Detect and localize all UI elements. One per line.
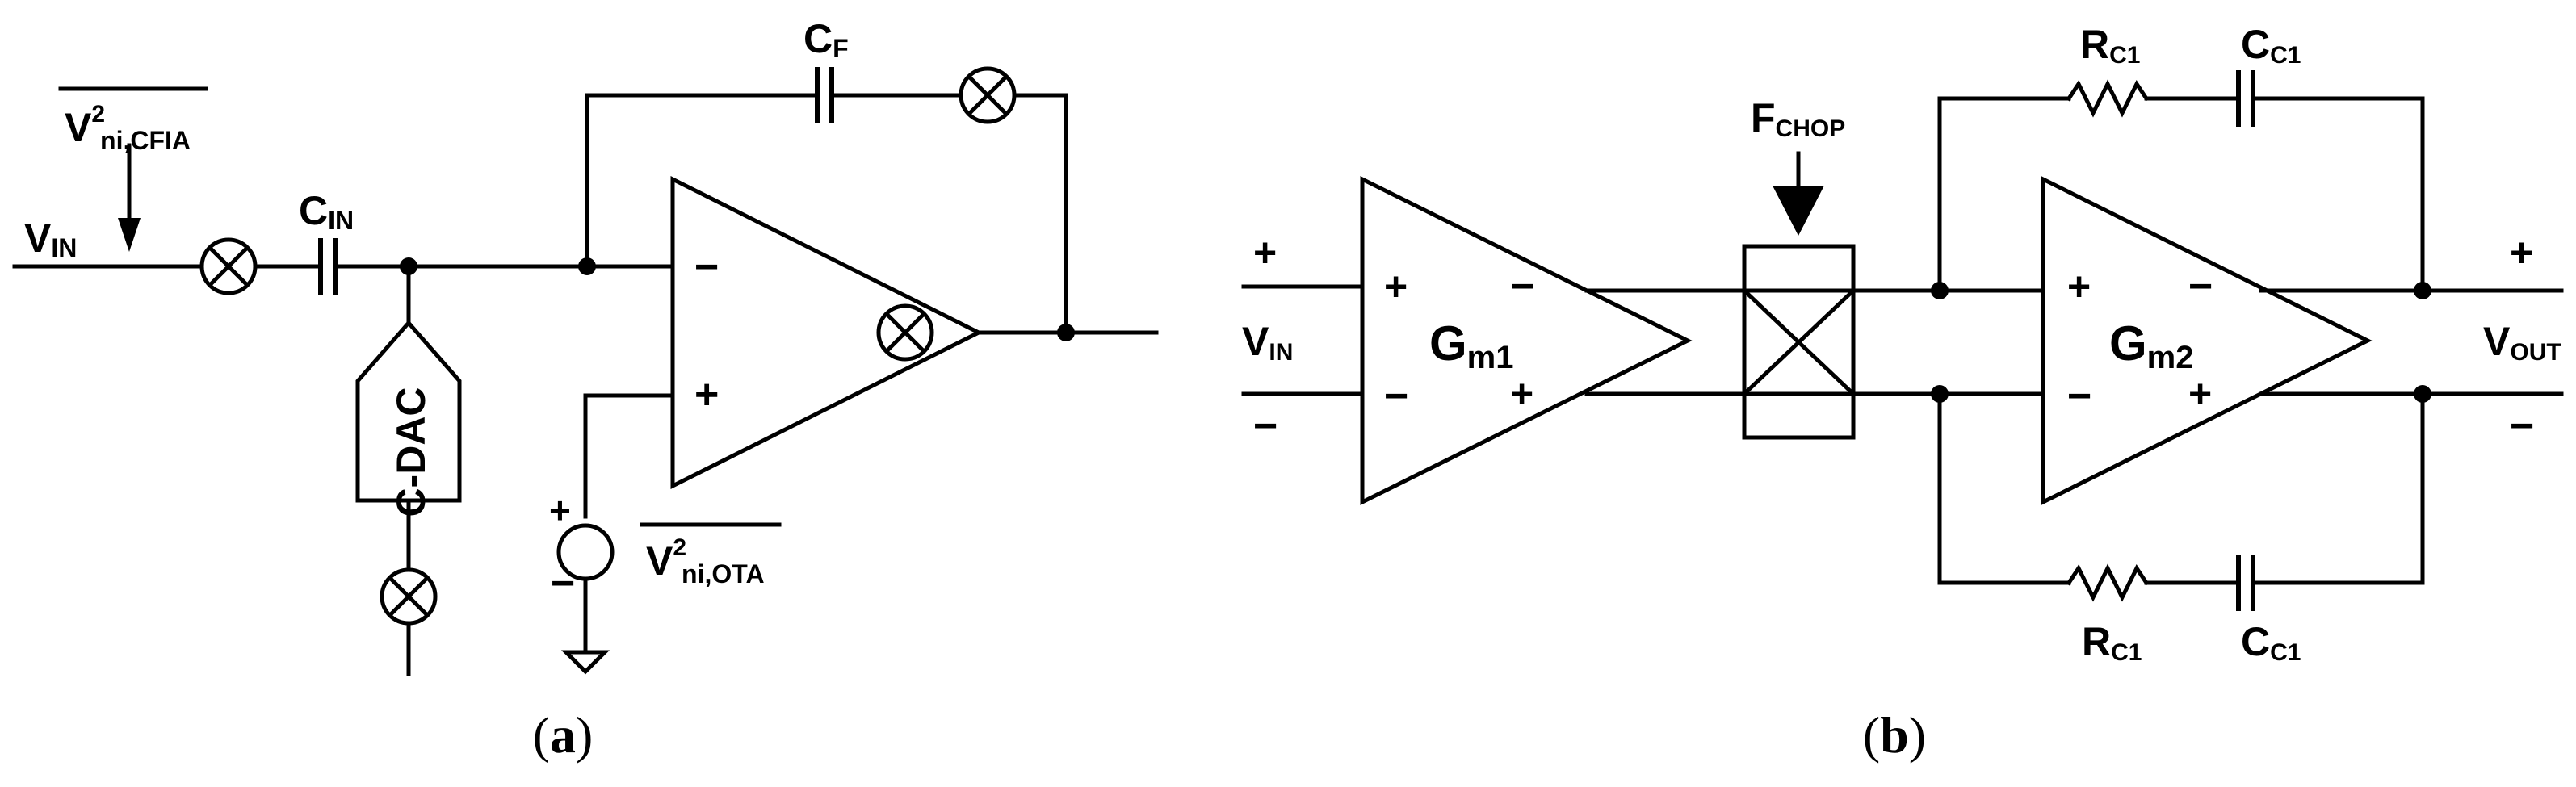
- vin-label-a: VIN: [24, 216, 77, 262]
- chopper-cdac: [380, 567, 438, 626]
- comp-bottom-wire-right: [2252, 391, 2425, 585]
- cdac-label: C-DAC: [388, 387, 434, 517]
- cc1-top-label: CC1: [2241, 22, 2301, 69]
- gm1-out-plus: +: [1510, 371, 1533, 417]
- cf-capacitor: [815, 67, 834, 123]
- vin-label-b: VIN: [1242, 319, 1293, 366]
- output-plus-b: +: [2510, 230, 2533, 275]
- output-minus-b: −: [2510, 403, 2534, 450]
- chopper-switch-box: [1741, 244, 1856, 440]
- ota-minus-sign: −: [694, 244, 719, 291]
- cc1-bottom-capacitor: [2236, 555, 2255, 611]
- feedback-wire-left: [585, 93, 818, 269]
- panel-b-two-stage-schematic: + − VIN + − − + Gm1 FCHOP: [1241, 22, 2564, 764]
- cin-label: CIN: [299, 188, 354, 235]
- cc1-bottom-label: CC1: [2241, 619, 2301, 666]
- vout-label: VOUT: [2483, 319, 2561, 366]
- gm1-out-minus: −: [1510, 263, 1534, 310]
- feedback-wire-right: [1012, 93, 1068, 335]
- input-minus-b: −: [1253, 403, 1278, 450]
- cdac-block: [355, 320, 462, 503]
- noise-arrow-head: [118, 218, 141, 252]
- node-output-a: [1057, 324, 1075, 341]
- rc1-bottom-label: RC1: [2082, 619, 2142, 666]
- gm1-amplifier: [1360, 175, 1693, 506]
- gm2-out-minus: −: [2188, 263, 2213, 310]
- gm2-label: Gm2: [2109, 316, 2193, 375]
- caption-b: (b): [1863, 706, 1926, 764]
- cc1-top-capacitor: [2236, 70, 2255, 127]
- chopper-feedback: [959, 66, 1017, 124]
- chopper-input: [199, 237, 258, 295]
- ground-symbol: [560, 650, 610, 675]
- wire-plus-to-source: [583, 393, 675, 519]
- comp-top-wire-left: [1937, 96, 2071, 293]
- rc1-bottom-resistor: [2066, 563, 2150, 602]
- rc1-top-label: RC1: [2080, 22, 2140, 69]
- gm2-amplifier: [2041, 175, 2373, 506]
- chopper-ota: [876, 303, 934, 362]
- gm1-in-plus: +: [1384, 264, 1408, 309]
- gm2-in-plus: +: [2067, 264, 2091, 309]
- source-minus-sign: −: [551, 560, 575, 607]
- gm2-out-plus: +: [2188, 371, 2212, 417]
- comp-bottom-wire-left: [1937, 391, 2071, 585]
- comp-top-wire-right: [2252, 96, 2425, 293]
- fchop-label: FCHOP: [1751, 95, 1845, 142]
- gm2-in-minus: −: [2067, 373, 2091, 420]
- gm1-in-minus: −: [1384, 373, 1408, 420]
- ota-amplifier: [670, 175, 984, 490]
- cf-label: CF: [803, 16, 849, 63]
- rc1-top-resistor: [2066, 79, 2150, 118]
- caption-a: (a): [533, 706, 594, 764]
- gm1-label: Gm1: [1429, 316, 1513, 375]
- cin-capacitor: [318, 238, 338, 295]
- fchop-arrow-head: [1773, 186, 1824, 236]
- source-plus-sign: +: [549, 489, 571, 531]
- input-plus-b: +: [1253, 230, 1277, 275]
- ota-plus-sign: +: [694, 371, 719, 418]
